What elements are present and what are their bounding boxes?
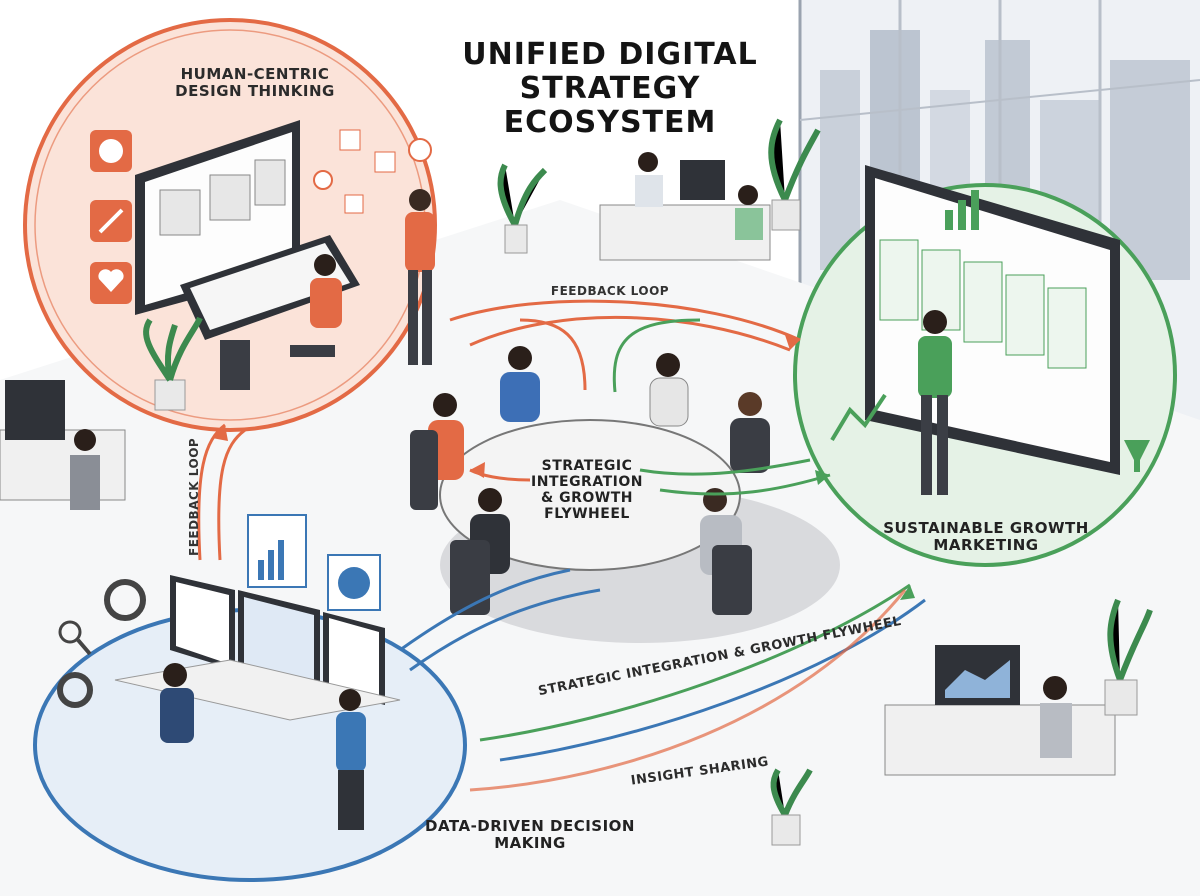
background-desks [0, 118, 1153, 846]
data-driven-label: DATA-DRIVEN DECISION MAKING [425, 817, 635, 853]
feedback-loop-top-label: FEEDBACK LOOP [550, 284, 670, 298]
sustainable-growth-zone [793, 165, 1177, 567]
data-driven-zone [33, 514, 467, 882]
human-centric-zone [23, 18, 437, 432]
page-title: UNIFIED DIGITAL STRATEGY ECOSYSTEM [462, 37, 758, 140]
center-flywheel-label: STRATEGIC INTEGRATION & GROWTH FLYWHEEL [531, 458, 643, 523]
sustainable-growth-label: SUSTAINABLE GROWTH MARKETING [883, 519, 1089, 555]
feedback-loop-side-label: FEEDBACK LOOP [187, 437, 202, 556]
flow-arrows [197, 299, 926, 792]
human-centric-label: HUMAN-CENTRIC DESIGN THINKING [175, 65, 335, 101]
